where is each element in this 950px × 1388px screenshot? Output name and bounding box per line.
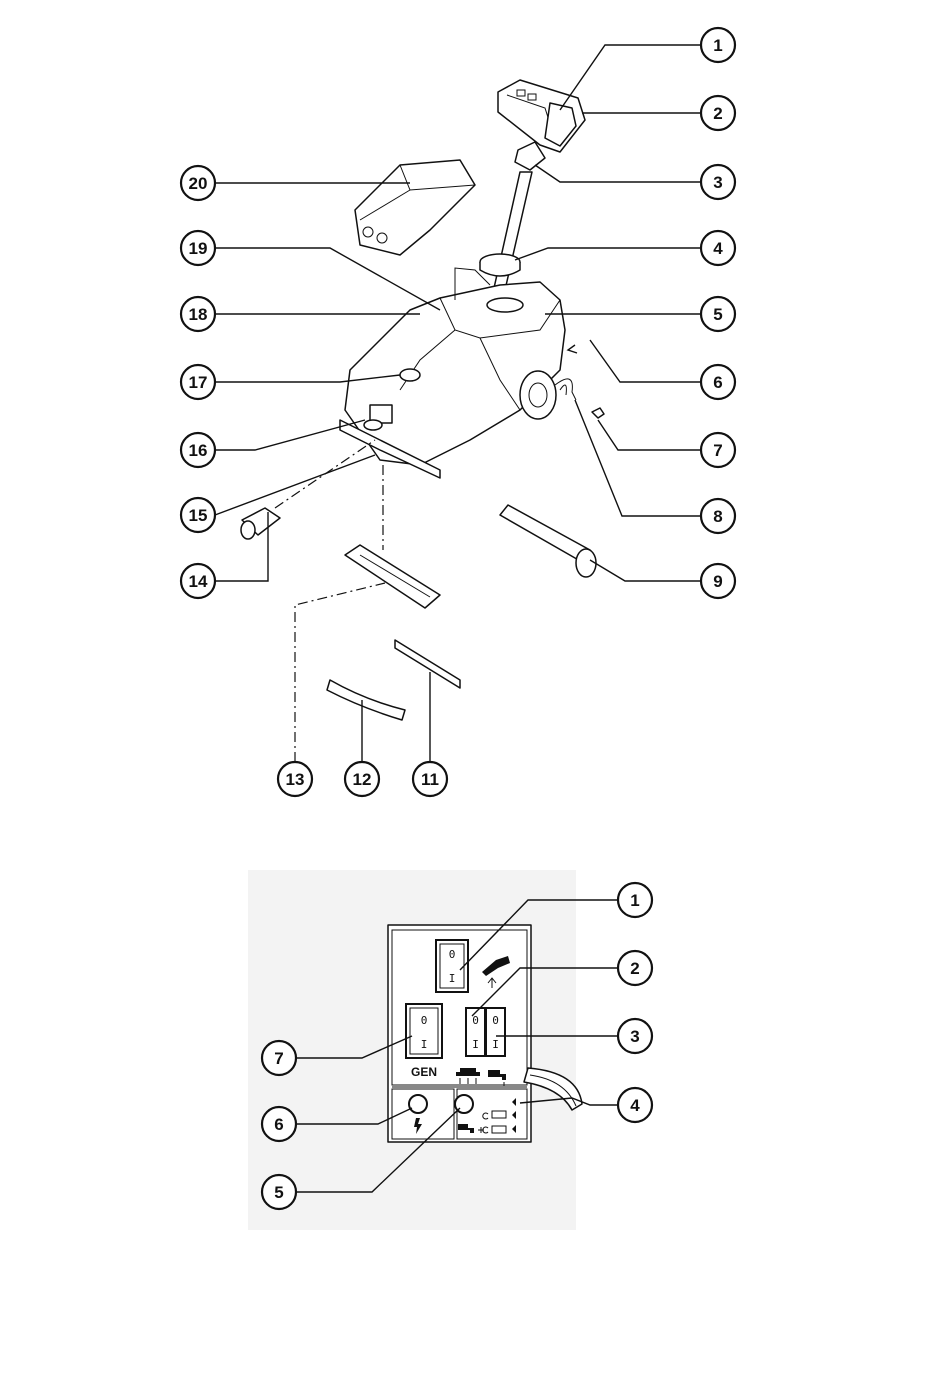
- svg-text:15: 15: [189, 506, 208, 525]
- svg-text:1: 1: [713, 36, 722, 55]
- callout-12: 12: [345, 762, 379, 796]
- svg-text:20: 20: [189, 174, 208, 193]
- svg-text:19: 19: [189, 239, 208, 258]
- callout-9: 9: [701, 564, 735, 598]
- svg-text:I: I: [492, 1038, 499, 1051]
- callout-5: 5: [701, 297, 735, 331]
- svg-text:0: 0: [421, 1014, 428, 1027]
- svg-text:18: 18: [189, 305, 208, 324]
- svg-text:6: 6: [713, 373, 722, 392]
- machine-illustration: [241, 80, 604, 720]
- callout-8: 8: [701, 499, 735, 533]
- svg-text:3: 3: [630, 1027, 639, 1046]
- callout-13: 13: [278, 762, 312, 796]
- svg-text:12: 12: [353, 770, 372, 789]
- svg-text:5: 5: [713, 305, 722, 324]
- svg-text:6: 6: [274, 1115, 283, 1134]
- callout-11: 11: [413, 762, 447, 796]
- svg-text:13: 13: [286, 770, 305, 789]
- control-panel-illustration: 0 I 0 I GEN 0 I 0 I: [248, 870, 582, 1230]
- panel-callout-1: 1: [618, 883, 652, 917]
- svg-text:14: 14: [189, 572, 208, 591]
- callout-15: 15: [181, 498, 215, 532]
- callout-20: 20: [181, 166, 215, 200]
- panel-callout-4: 4: [618, 1088, 652, 1122]
- svg-text:0: 0: [449, 948, 456, 961]
- callout-18: 18: [181, 297, 215, 331]
- callout-7: 7: [701, 433, 735, 467]
- svg-text:4: 4: [713, 239, 723, 258]
- svg-text:0: 0: [472, 1014, 479, 1027]
- callout-4: 4: [701, 231, 735, 265]
- svg-text:7: 7: [274, 1049, 283, 1068]
- svg-text:2: 2: [713, 104, 722, 123]
- svg-text:0: 0: [492, 1014, 499, 1027]
- svg-text:4: 4: [630, 1096, 640, 1115]
- panel-callout-3: 3: [618, 1019, 652, 1053]
- svg-text:I: I: [449, 972, 456, 985]
- svg-text:8: 8: [713, 507, 722, 526]
- callout-1: 1: [701, 28, 735, 62]
- svg-text:I: I: [421, 1038, 428, 1051]
- svg-text:5: 5: [274, 1183, 283, 1202]
- panel-callout-7: 7: [262, 1041, 296, 1075]
- svg-text:2: 2: [630, 959, 639, 978]
- svg-text:7: 7: [713, 441, 722, 460]
- svg-text:1: 1: [630, 891, 639, 910]
- panel-callout-2: 2: [618, 951, 652, 985]
- panel-callout-6: 6: [262, 1107, 296, 1141]
- callout-16: 16: [181, 433, 215, 467]
- svg-text:16: 16: [189, 441, 208, 460]
- svg-text:17: 17: [189, 373, 208, 392]
- svg-text:11: 11: [421, 770, 439, 789]
- svg-text:GEN: GEN: [411, 1065, 437, 1079]
- callout-17: 17: [181, 365, 215, 399]
- svg-text:9: 9: [713, 572, 722, 591]
- callout-6: 6: [701, 365, 735, 399]
- callout-3: 3: [701, 165, 735, 199]
- panel-callout-5: 5: [262, 1175, 296, 1209]
- svg-text:3: 3: [713, 173, 722, 192]
- callout-19: 19: [181, 231, 215, 265]
- svg-text:I: I: [472, 1038, 479, 1051]
- callout-14: 14: [181, 564, 215, 598]
- callout-2: 2: [701, 96, 735, 130]
